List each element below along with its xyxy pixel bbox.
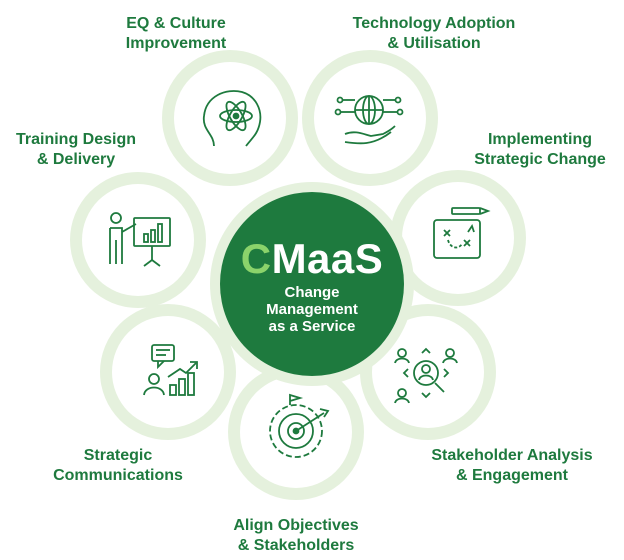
label-line: Improvement	[125, 35, 227, 52]
label-line: Strategic Change	[474, 151, 606, 168]
label-line: & Stakeholders	[237, 537, 355, 554]
acronym-first-letter: C	[240, 235, 272, 282]
label-strategic-comms: Strategic Communications	[53, 446, 183, 486]
center-subtitle: Change Management as a Service	[266, 284, 358, 335]
service-circle-inner-strategic-comms	[112, 316, 224, 428]
service-circle-inner-strategic-change	[402, 182, 514, 294]
globe-hand-icon	[334, 95, 404, 145]
label-training: Training Design & Delivery	[16, 130, 136, 170]
label-line: Technology Adoption	[352, 15, 516, 32]
label-stakeholder-analysis: Stakeholder Analysis & Engagement	[431, 446, 592, 486]
communication-growth-icon	[143, 344, 198, 396]
label-strategic-change: Implementing Strategic Change	[474, 130, 606, 170]
stakeholder-network-icon	[394, 347, 458, 404]
target-arrow-icon	[269, 393, 330, 458]
service-circle-inner-tech-adoption	[314, 62, 426, 174]
label-eq-culture: EQ & Culture Improvement	[126, 14, 226, 54]
label-line: & Utilisation	[387, 35, 481, 52]
blueprint-plan-icon	[433, 207, 491, 259]
label-align-objectives: Align Objectives & Stakeholders	[233, 516, 358, 556]
label-line: & Engagement	[455, 467, 568, 484]
acronym-rest: MaaS	[271, 235, 384, 282]
label-line: & Delivery	[36, 151, 116, 168]
label-line: Stakeholder Analysis	[431, 447, 593, 464]
center-subtitle-line: Change	[284, 284, 340, 301]
label-line: Training Design	[15, 131, 137, 148]
label-line: EQ & Culture	[126, 15, 226, 32]
presenter-board-icon	[109, 212, 171, 267]
brain-atom-icon	[202, 90, 262, 147]
label-tech-adoption: Technology Adoption & Utilisation	[353, 14, 516, 54]
label-line: Communications	[53, 467, 183, 484]
service-circle-inner-training	[82, 184, 194, 296]
label-line: Align Objectives	[233, 517, 359, 534]
center-hub	[220, 192, 404, 376]
center-subtitle-line: Management	[266, 301, 358, 318]
center-acronym: CMaaS	[241, 236, 384, 282]
label-line: Implementing	[487, 131, 592, 148]
label-line: Strategic	[83, 447, 153, 464]
center-subtitle-line: as a Service	[268, 318, 356, 335]
